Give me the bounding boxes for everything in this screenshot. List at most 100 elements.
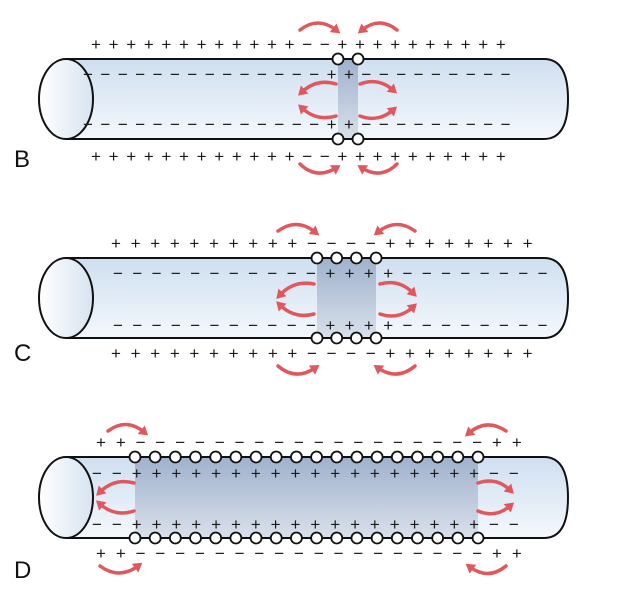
open-channel-icon <box>128 531 142 545</box>
inside-charge: − <box>509 515 519 534</box>
arrowhead-icon <box>464 426 476 437</box>
arrowhead-icon <box>308 364 320 375</box>
inside-charge: − <box>379 115 389 134</box>
inside-charge: + <box>231 464 241 483</box>
outside-charge: + <box>408 147 418 166</box>
current-arrow-icon <box>298 21 338 32</box>
inside-charge: − <box>292 115 302 134</box>
open-channel-icon <box>471 450 485 464</box>
outside-charge: − <box>452 433 462 452</box>
arrowhead-icon <box>276 288 287 299</box>
inside-charge: + <box>330 464 340 483</box>
inside-charge: − <box>361 65 371 84</box>
outside-charge: + <box>523 234 533 253</box>
outside-charge: − <box>314 544 324 563</box>
open-channel-icon <box>128 450 142 464</box>
inside-charge: + <box>345 316 355 335</box>
inside-charge: − <box>229 264 239 283</box>
outside-charge: + <box>405 344 415 363</box>
open-channel-icon <box>331 132 345 146</box>
outside-charge: + <box>285 35 295 54</box>
open-channel-icon <box>249 450 263 464</box>
inside-charge: − <box>460 264 470 283</box>
outside-charge: + <box>390 147 400 166</box>
outside-charge: + <box>249 35 259 54</box>
arrowhead-icon <box>373 225 385 236</box>
inside-charge: + <box>251 515 261 534</box>
arrowhead-icon <box>330 165 341 175</box>
inside-charge: − <box>205 65 215 84</box>
inside-charge: − <box>152 264 162 283</box>
outside-charge: + <box>483 344 493 363</box>
inside-charge: + <box>410 464 420 483</box>
outside-charge: + <box>229 234 239 253</box>
open-channel-icon <box>330 531 344 545</box>
open-channel-icon <box>189 531 202 545</box>
inside-charge: − <box>229 316 239 335</box>
inside-charge: + <box>383 264 393 283</box>
open-channel-icon <box>148 531 162 545</box>
inside-charge: + <box>211 515 221 534</box>
outside-charge: + <box>161 147 171 166</box>
inside-charge: − <box>190 316 200 335</box>
outside-charge: + <box>287 344 297 363</box>
inside-charge: + <box>327 115 337 134</box>
inside-charge: + <box>291 515 301 534</box>
inside-charge: − <box>113 264 123 283</box>
open-channel-icon <box>451 450 465 464</box>
outside-charge: − <box>452 544 462 563</box>
outside-charge: − <box>254 544 264 563</box>
outside-charge: − <box>393 544 403 563</box>
panel-label-b: B <box>14 146 30 173</box>
inside-charge: + <box>152 515 162 534</box>
outside-charge: − <box>346 234 356 253</box>
open-channel-icon <box>349 251 363 265</box>
outside-charge: − <box>254 433 264 452</box>
inside-charge: − <box>403 264 413 283</box>
panel-label-d: D <box>14 557 31 584</box>
outside-charge: + <box>170 344 180 363</box>
outside-charge: − <box>393 433 403 452</box>
open-channel-icon <box>390 450 404 464</box>
inside-charge: − <box>248 264 258 283</box>
axon-body <box>66 59 568 139</box>
inside-charge: + <box>345 264 355 283</box>
arrowhead-icon <box>373 364 385 375</box>
outside-charge: − <box>353 544 363 563</box>
inside-charge: − <box>100 115 110 134</box>
inside-charge: + <box>469 515 479 534</box>
outside-charge: + <box>337 147 347 166</box>
inside-charge: − <box>112 515 122 534</box>
panel-label-c: C <box>14 340 31 367</box>
outside-charge: + <box>229 344 239 363</box>
outside-charge: + <box>443 35 453 54</box>
inside-charge: − <box>132 316 142 335</box>
inside-charge: − <box>309 65 319 84</box>
outside-charge: − <box>294 544 304 563</box>
open-channel-icon <box>310 251 324 265</box>
outside-charge: + <box>91 35 101 54</box>
arrowhead-icon <box>465 563 477 574</box>
outside-charge: + <box>249 147 259 166</box>
outside-charge: + <box>209 234 219 253</box>
outside-charge: + <box>425 147 435 166</box>
arrowhead-icon <box>357 165 368 175</box>
outside-charge: − <box>294 433 304 452</box>
current-arrow-icon <box>467 423 508 435</box>
inside-charge: + <box>449 464 459 483</box>
outside-charge: + <box>425 344 435 363</box>
outside-charge: + <box>355 147 365 166</box>
inside-charge: + <box>251 464 261 483</box>
open-channel-icon <box>390 531 404 545</box>
current-arrow-icon <box>360 21 399 32</box>
open-channel-icon <box>431 450 445 464</box>
inside-charge: − <box>113 316 123 335</box>
open-channel-icon <box>290 450 303 464</box>
outside-charge: + <box>287 234 297 253</box>
inside-charge: − <box>480 264 490 283</box>
open-channel-icon <box>290 531 303 545</box>
axon-membrane-outline <box>66 456 570 539</box>
arrowhead-icon <box>298 85 309 96</box>
open-channel-icon <box>269 531 283 545</box>
outside-charge: − <box>334 544 344 563</box>
